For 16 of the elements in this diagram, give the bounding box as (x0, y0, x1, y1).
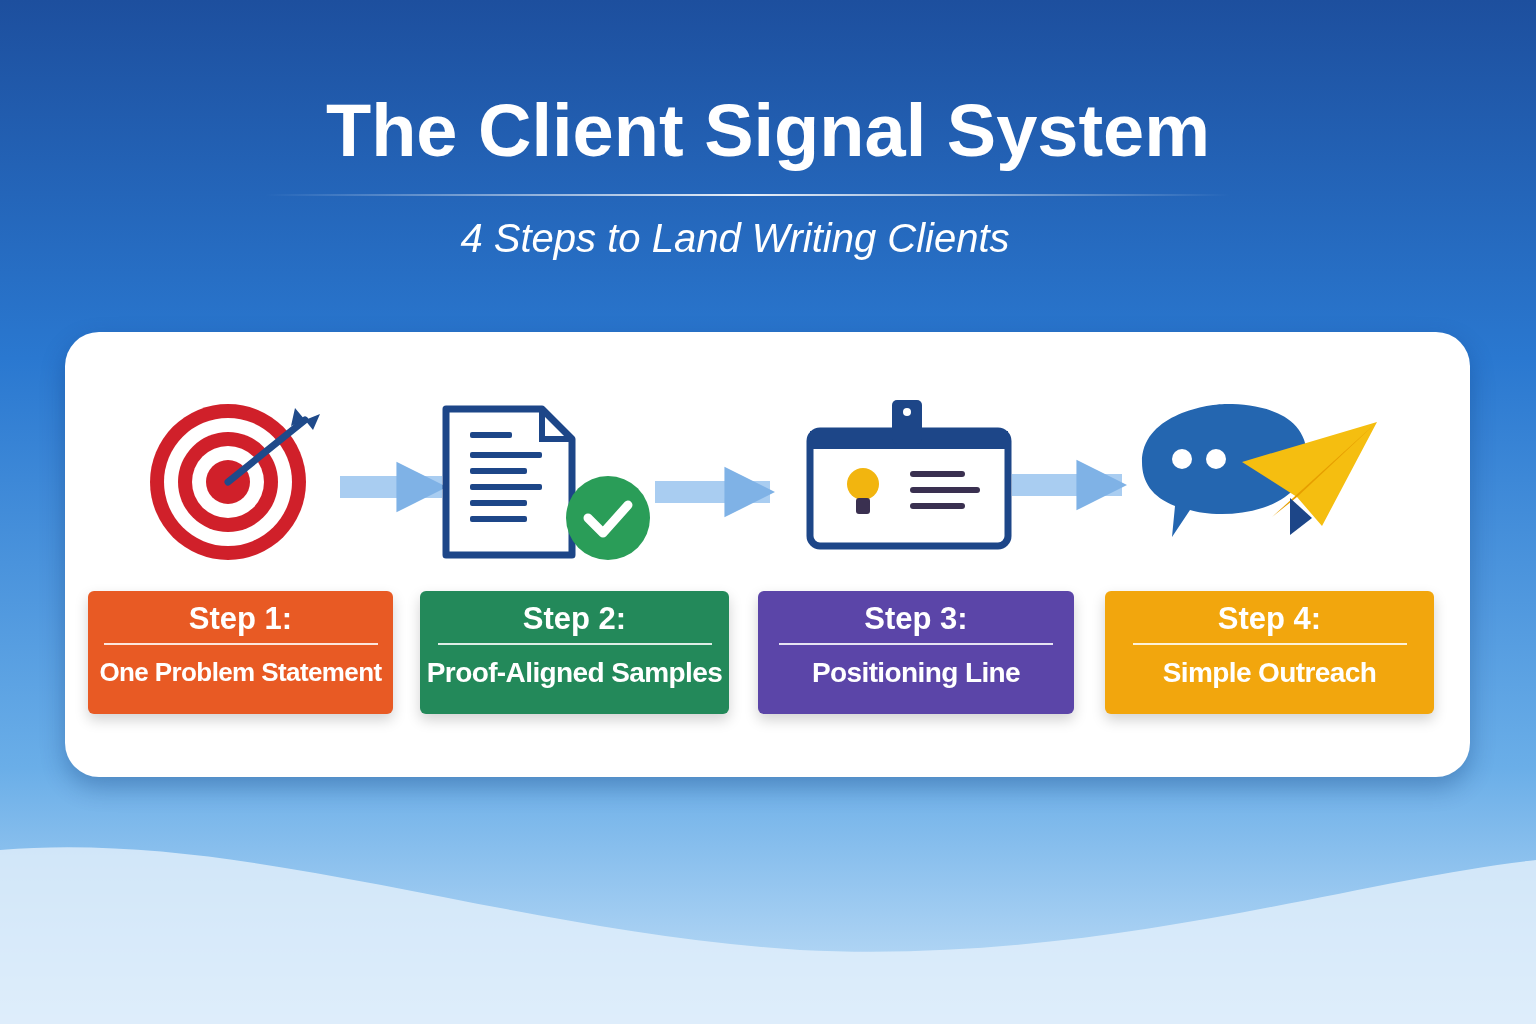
step-heading: Step 4: (1217, 601, 1322, 637)
subtitle: 4 Steps to Land Writing Clients (459, 216, 1011, 261)
title: The Client Signal System (324, 88, 1212, 173)
step-card (758, 591, 1074, 714)
arrow (1012, 459, 1128, 511)
step-title: Proof-Aligned Samples (426, 656, 723, 689)
arrow (655, 466, 776, 518)
step-title: Positioning Line (811, 656, 1021, 689)
step-heading: Step 3: (864, 601, 968, 637)
step-card (420, 591, 729, 714)
step-card (88, 591, 393, 714)
step-heading: Step 2: (522, 601, 627, 637)
step-card (1105, 591, 1434, 714)
step-heading: Step 1: (188, 601, 293, 637)
step-title: One Problem Statement (99, 656, 382, 688)
step-title: Simple Outreach (1162, 656, 1377, 689)
